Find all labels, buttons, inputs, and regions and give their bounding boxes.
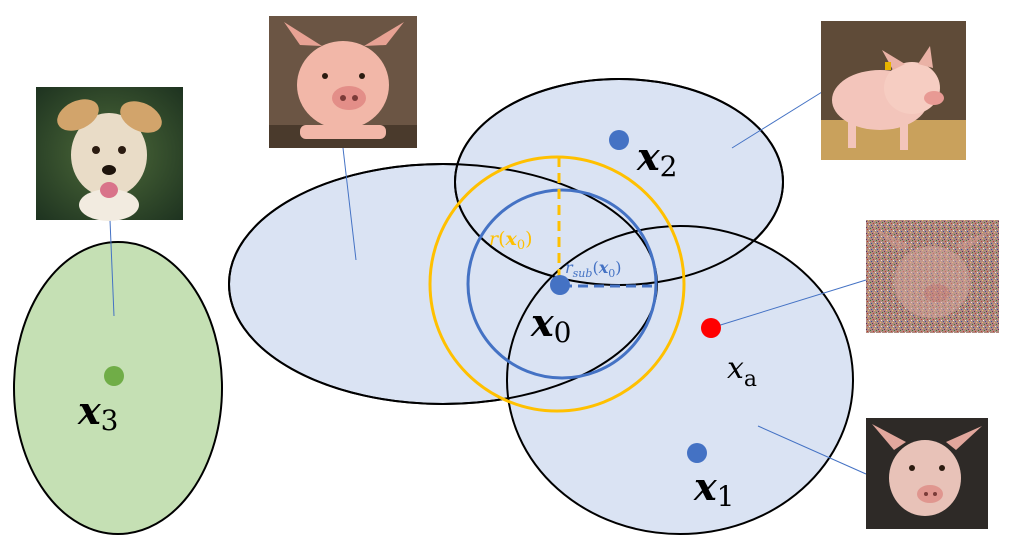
radius-circle-r-sub xyxy=(466,188,658,380)
label-x3: x3 xyxy=(77,388,118,437)
region-x1 xyxy=(506,225,854,535)
label-x2: x2 xyxy=(636,134,677,183)
label-radius-r: r(x0) xyxy=(489,228,533,253)
pig-photo-icon xyxy=(866,418,988,529)
label-x0: x0 xyxy=(530,300,571,349)
region-x3 xyxy=(13,241,223,535)
point-x0 xyxy=(550,275,570,295)
radius-circle-r xyxy=(428,155,686,413)
point-x3 xyxy=(104,366,124,386)
label-xa: xa xyxy=(727,351,757,392)
dog-photo-icon xyxy=(36,87,183,221)
connector-pig-right xyxy=(731,91,823,149)
pig-photo-icon xyxy=(269,16,417,148)
connector-dog xyxy=(109,219,115,317)
connector-pig-bottom xyxy=(757,425,867,475)
noisy-pig-photo-icon xyxy=(866,220,999,333)
point-x2 xyxy=(609,130,629,150)
pig-photo-icon xyxy=(821,21,966,160)
connector-pig-noisy xyxy=(713,279,867,328)
point-x1 xyxy=(687,443,707,463)
point-xa xyxy=(701,318,721,338)
connector-pig-top xyxy=(342,147,357,261)
label-x1: x1 xyxy=(693,464,734,513)
label-radius-r-sub: rsub(x0) xyxy=(565,258,621,280)
